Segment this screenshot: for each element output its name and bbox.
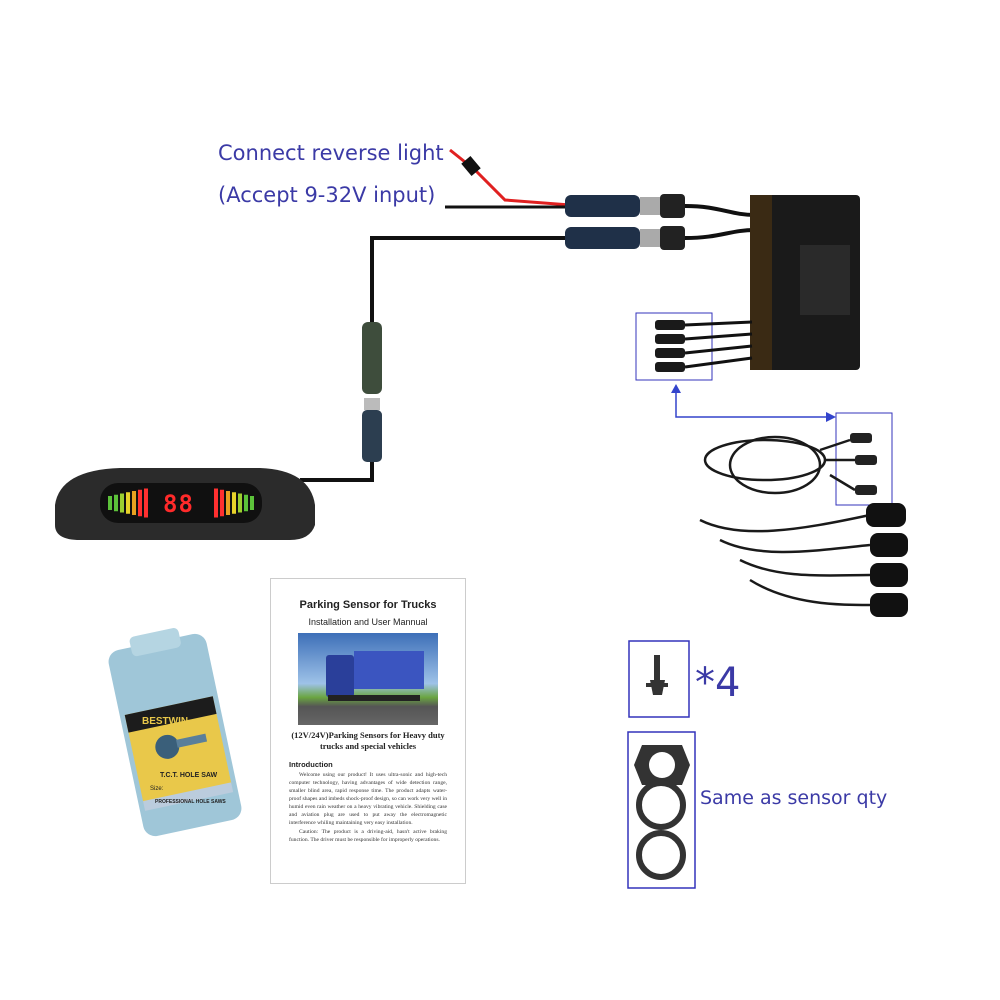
hole-saw-size: Size: [150,786,164,792]
led-display [55,468,315,540]
screw-icon [646,655,668,695]
screw-quantity: *4 [695,660,741,706]
sensor-harness [699,435,871,607]
manual-intro-text: Welcome using our product! It uses ultra… [289,772,447,826]
link-arrow [675,392,828,418]
manual-intro-heading: Introduction [289,760,333,769]
rubber-ring-icon [636,780,686,830]
led-bar [114,494,118,512]
reverse-light-wire [449,148,571,207]
manual-title: Parking Sensor for Trucks [299,599,437,611]
led-bar [138,489,142,517]
led-bar [126,492,130,514]
reverse-light-callout: Connect reverse light [218,141,444,165]
led-bar [232,492,236,514]
led-bar [220,489,224,517]
ring-quantity-note: Same as sensor qty [700,787,888,809]
display-cable [300,236,565,482]
led-bar [226,491,230,515]
fuse [461,156,481,176]
hole-saw-brand: BESTWIN. [142,716,191,727]
manual-product-line: (12V/24V)Parking Sensors for Heavy duty … [291,730,445,751]
led-bar [144,488,148,518]
aviation-plug [362,322,382,462]
led-bar [108,496,112,510]
sensor-ports-box [635,312,713,381]
led-bar [120,493,124,513]
manual-caution-text: Caution: The product is a driving-aid, h… [289,829,447,843]
hole-saw-tagline: PROFESSIONAL HOLE SAWS [155,799,226,805]
led-bar [250,496,254,510]
display-digits: 88 [163,490,194,518]
manual-subtitle: Installation and User Mannual [308,617,428,627]
rubber-ring-icon [636,830,686,880]
lock-nut-icon [634,745,690,785]
ultrasonic-sensors [866,503,908,617]
led-bar [244,494,248,512]
screw-box [628,640,690,718]
hole-saw-box [108,628,242,837]
led-bar [214,488,218,518]
voltage-callout: (Accept 9-32V input) [218,183,436,207]
rings-box [627,731,696,889]
led-bar [238,493,242,513]
power-connector [565,194,685,218]
truck-photo [298,633,438,725]
user-manual: Parking Sensor for Trucks Installation a… [270,578,466,884]
led-bar [132,491,136,515]
control-box [750,195,860,370]
display-connector [565,226,685,250]
hole-saw-product: T.C.T. HOLE SAW [160,772,218,779]
